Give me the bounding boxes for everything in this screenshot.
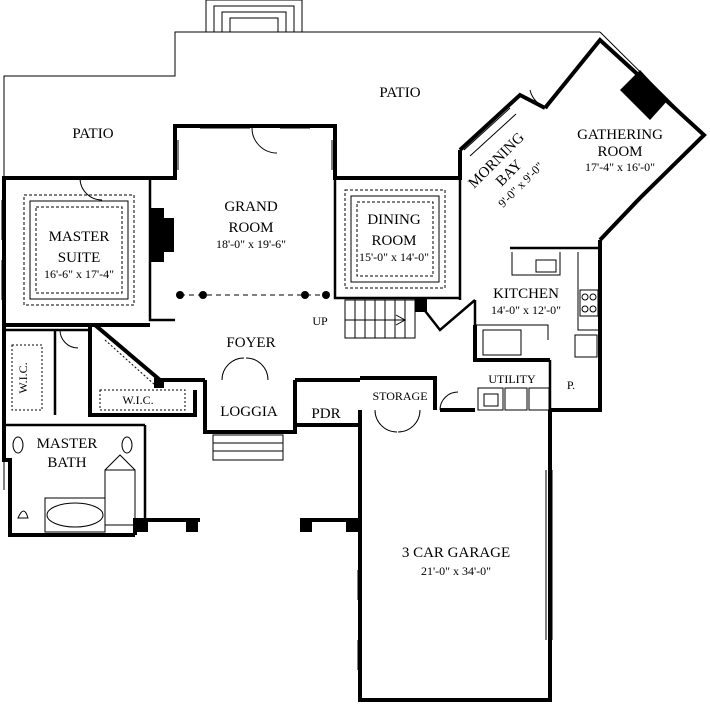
patio-top-label: PATIO (379, 85, 420, 101)
pantry-label: P. (567, 378, 575, 392)
dining-room-label-1: DINING (367, 212, 420, 228)
grand-room-dims: 18'-0" x 19'-6" (216, 237, 286, 251)
gathering-room-label-2: ROOM (597, 144, 642, 160)
gathering-room-dims: 17'-4" x 16'-0" (585, 160, 655, 174)
garage-dims: 21'-0" x 34'-0" (421, 564, 491, 578)
stair-up-label: UP (312, 314, 328, 328)
kitchen-label: KITCHEN (493, 286, 559, 302)
gathering-room-label-1: GATHERING (577, 127, 663, 143)
storage-label: STORAGE (372, 389, 427, 403)
master-suite-label-1: MASTER (49, 229, 110, 245)
master-suite-label-2: SUITE (58, 250, 101, 266)
master-bath-label-1: MASTER (37, 436, 98, 452)
grand-room-label-2: ROOM (228, 220, 273, 236)
grand-room-label-1: GRAND (224, 199, 278, 215)
room-labels: PATIO PATIO GRAND ROOM 18'-0" x 19'-6" M… (16, 85, 663, 578)
patio-left-label: PATIO (72, 126, 113, 142)
utility-label: UTILITY (488, 372, 536, 386)
dining-room-label-2: ROOM (371, 233, 416, 249)
loggia-label: LOGGIA (220, 404, 278, 420)
foyer-label: FOYER (226, 335, 275, 351)
pdr-label: PDR (311, 406, 340, 422)
garage-label: 3 CAR GARAGE (402, 545, 510, 561)
interior-details (1, 89, 696, 670)
wic-left-label: W.I.C. (16, 362, 30, 393)
exterior-walls (2, 37, 707, 702)
kitchen-dims: 14'-0" x 12'-0" (491, 303, 561, 317)
dining-room-dims: 15'-0" x 14'-0" (359, 250, 429, 264)
master-suite-dims: 16'-6" x 17'-4" (44, 267, 114, 281)
solid-elements (136, 70, 668, 532)
master-bath-label-2: BATH (47, 455, 86, 471)
wic-right-label: W.I.C. (122, 393, 153, 407)
